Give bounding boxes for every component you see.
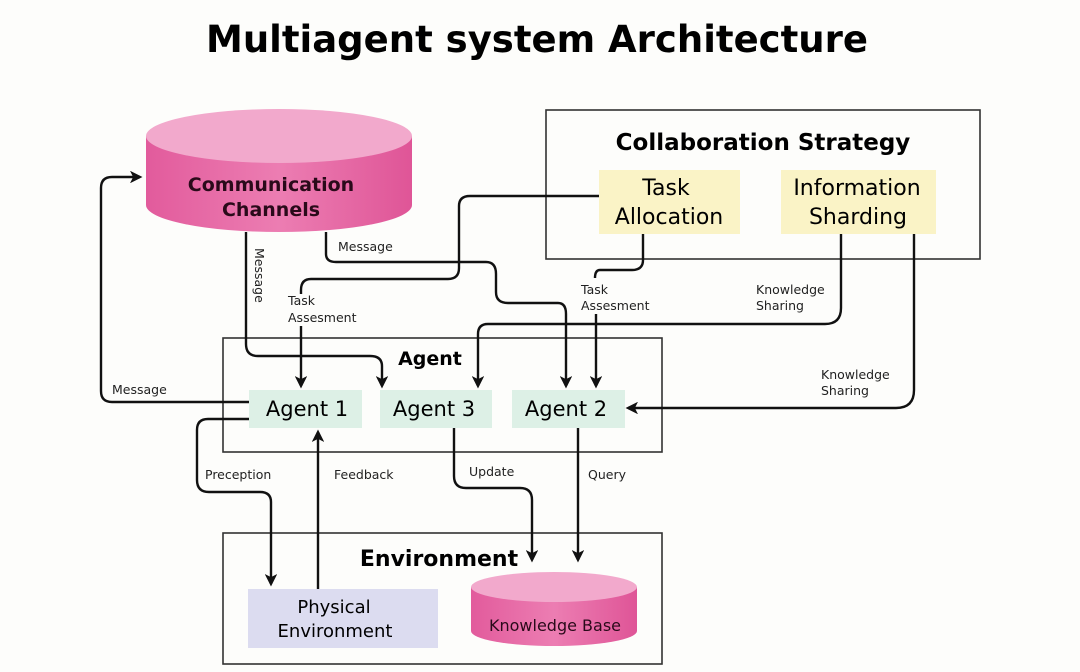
message-label-vertical: Message: [252, 248, 267, 303]
agent2-label: Agent 2: [525, 397, 607, 421]
communication-channels-node[interactable]: Communication Channels: [146, 109, 412, 232]
task-allocation-node[interactable]: Task Allocation: [599, 170, 740, 234]
agent-group-title: Agent: [398, 348, 462, 370]
communication-channels-label-2: Channels: [222, 199, 320, 221]
environment-group: Environment: [222, 532, 663, 665]
knowledge-sharing-label-2a: Knowledge: [821, 367, 890, 382]
knowledge-base-node[interactable]: Knowledge Base: [471, 572, 637, 646]
update-label: Update: [469, 464, 515, 479]
message-label-left: Message: [112, 382, 167, 397]
knowledge-base-label: Knowledge Base: [489, 616, 621, 635]
edge-task-to-agent1-a: [299, 194, 600, 294]
task-assessment-label-1a: Task: [287, 293, 316, 308]
edge-comm-to-agent3: [244, 232, 389, 389]
collaboration-strategy-frame: [545, 109, 981, 260]
physical-environment-node[interactable]: Physical Environment: [248, 589, 438, 648]
query-label: Query: [588, 467, 627, 482]
agent1-node[interactable]: Agent 1: [249, 390, 362, 428]
task-allocation-label-2: Allocation: [615, 205, 723, 230]
message-label-top: Message: [338, 239, 393, 254]
knowledge-sharing-label-1a: Knowledge: [756, 282, 825, 297]
physical-environment-label-2: Environment: [278, 621, 393, 642]
feedback-label: Feedback: [334, 467, 394, 482]
diagram-title: Multiagent system Architecture: [206, 18, 868, 61]
knowledge-sharing-label-1b: Sharing: [756, 298, 804, 313]
agent-group: Agent: [222, 337, 663, 453]
agent-group-frame: [222, 337, 663, 453]
physical-environment-label-1: Physical: [297, 597, 370, 618]
task-assessment-label-1b: Assesment: [288, 310, 357, 325]
information-sharding-node[interactable]: Information Sharding: [781, 170, 936, 234]
task-assessment-label-2a: Task: [580, 282, 609, 297]
edge-info-to-agent2: [625, 234, 916, 415]
information-sharding-label-1: Information: [793, 176, 920, 201]
knowledge-sharing-label-2b: Sharing: [821, 383, 869, 398]
edge-comm-to-agent2: [324, 232, 573, 389]
edge-task-to-agent2-a: [593, 234, 645, 279]
edge-agent1-to-physical: [195, 417, 278, 587]
edge-info-to-agent3: [471, 234, 843, 389]
environment-group-title: Environment: [360, 547, 519, 572]
environment-group-frame: [222, 532, 663, 665]
edge-agent1-to-comm: [99, 170, 249, 404]
edge-labels: Message Message Message Task Assesment T…: [112, 239, 890, 482]
perception-label: Preception: [205, 467, 271, 482]
task-allocation-label-1: Task: [641, 176, 690, 201]
agent2-node[interactable]: Agent 2: [512, 390, 625, 428]
collaboration-strategy-title: Collaboration Strategy: [616, 130, 911, 156]
communication-channels-label-1: Communication: [188, 174, 354, 196]
agent3-node[interactable]: Agent 3: [380, 390, 492, 428]
edge-agent3-to-kb: [452, 428, 539, 563]
agent1-label: Agent 1: [266, 397, 348, 421]
task-assessment-label-2b: Assesment: [581, 298, 650, 313]
information-sharding-label-2: Sharding: [809, 205, 907, 230]
connectors: [99, 170, 916, 589]
agent3-label: Agent 3: [393, 397, 475, 421]
collaboration-strategy-group: Collaboration Strategy: [545, 109, 981, 260]
